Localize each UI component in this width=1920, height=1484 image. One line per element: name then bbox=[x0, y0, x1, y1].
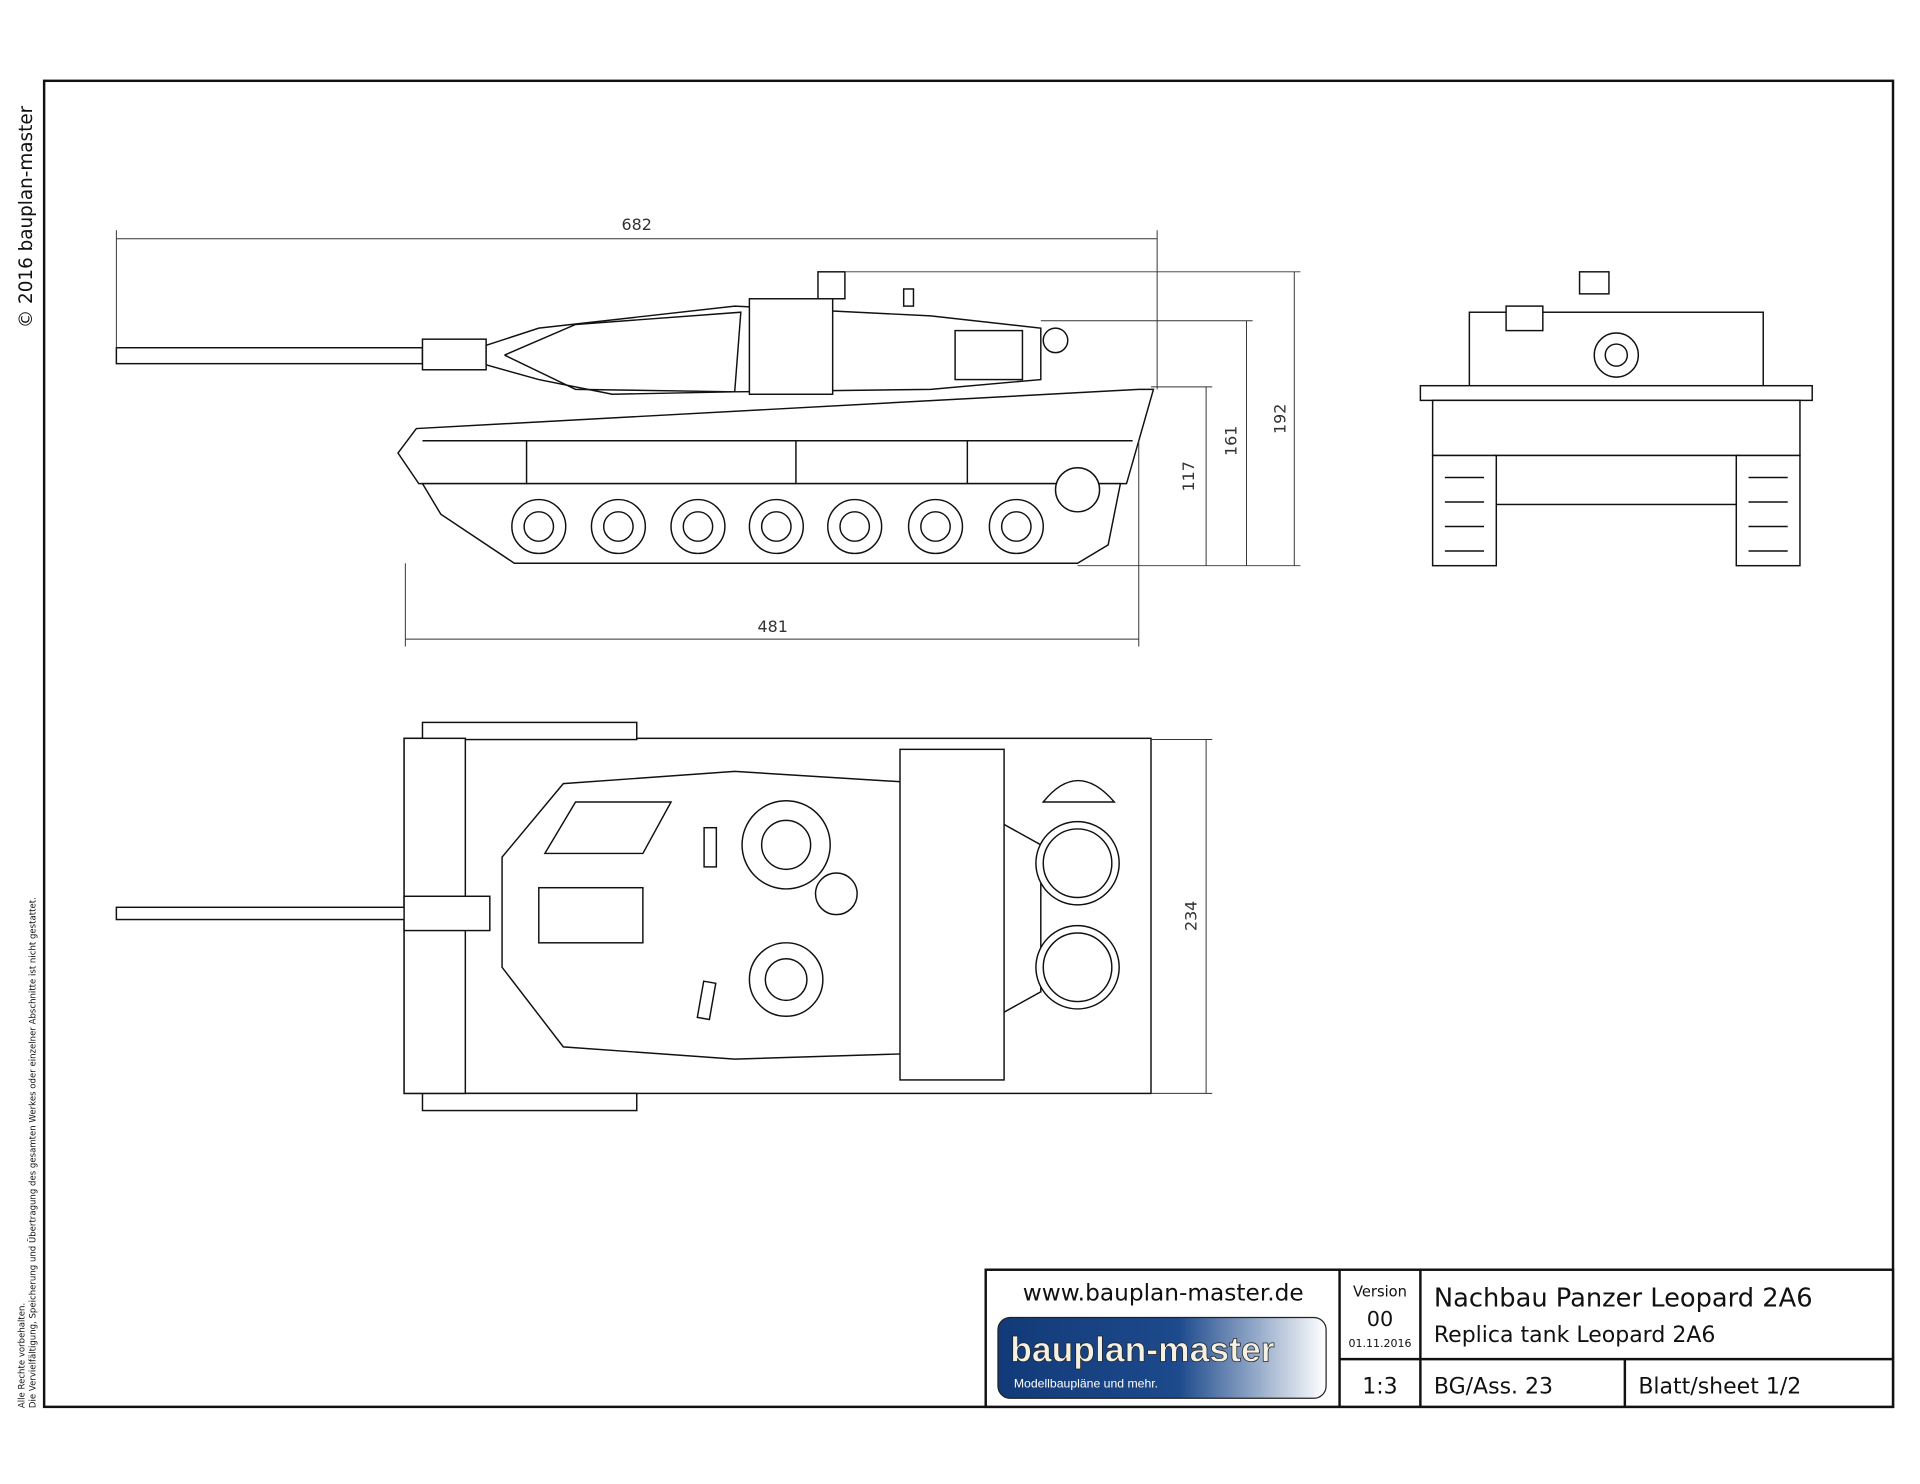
road-wheels bbox=[511, 466, 1101, 555]
assembly-number: BG/Ass. 23 bbox=[1434, 1374, 1553, 1399]
dim-width: 234 bbox=[1181, 901, 1200, 931]
sheet-number: Blatt/sheet 1/2 bbox=[1638, 1374, 1801, 1399]
company-logo: bauplan-master Modellbaupläne und mehr. bbox=[997, 1316, 1327, 1399]
title-german: Nachbau Panzer Leopard 2A6 bbox=[1434, 1283, 1813, 1313]
dim-overall-length: 682 bbox=[622, 215, 652, 234]
copyright-text: © 2016 bauplan-master bbox=[16, 105, 37, 328]
front-view-drawing bbox=[1419, 271, 1813, 567]
version-date: 01.11.2016 bbox=[1348, 1337, 1411, 1350]
version-number: 00 bbox=[1367, 1307, 1393, 1331]
version-label: Version bbox=[1353, 1284, 1407, 1301]
drawing-frame bbox=[42, 79, 1895, 1409]
title-block: www.bauplan-master.de bauplan-master Mod… bbox=[984, 1268, 1895, 1409]
side-view-drawing bbox=[115, 271, 1155, 564]
dimension-lines bbox=[115, 230, 1301, 1094]
rights-notice-line2: Die Vervielfältigung, Speicherung und Üb… bbox=[28, 897, 39, 1408]
scale-value: 1:3 bbox=[1362, 1374, 1397, 1399]
title-english: Replica tank Leopard 2A6 bbox=[1434, 1323, 1716, 1348]
dim-total-height: 192 bbox=[1271, 404, 1290, 434]
rights-notice-line1: Alle Rechte vorbehalten. bbox=[18, 1303, 28, 1408]
svg-text:bauplan-master: bauplan-master bbox=[1010, 1330, 1275, 1370]
top-view-drawing bbox=[115, 721, 1152, 1112]
dim-turret-height: 161 bbox=[1222, 426, 1241, 456]
website-text: www.bauplan-master.de bbox=[1023, 1279, 1304, 1306]
dim-hull-length: 481 bbox=[757, 617, 787, 636]
svg-text:Modellbaupläne und mehr.: Modellbaupläne und mehr. bbox=[1014, 1376, 1158, 1390]
dim-hull-height: 117 bbox=[1179, 461, 1198, 491]
